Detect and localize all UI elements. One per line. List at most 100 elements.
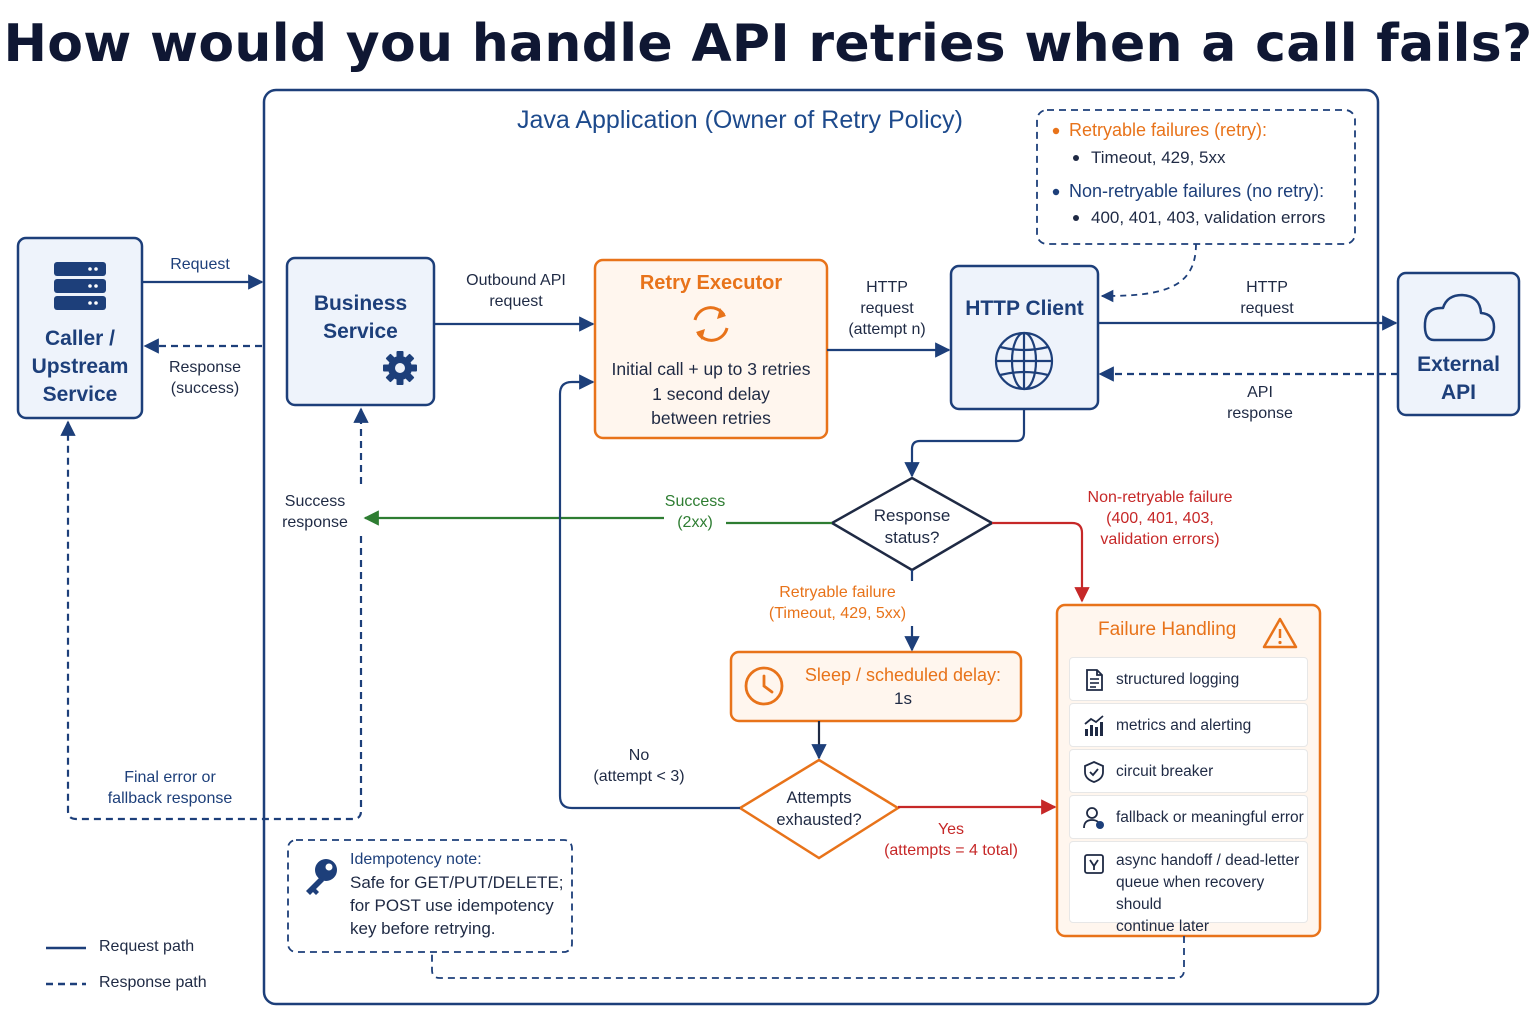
gear-icon	[383, 351, 417, 385]
server-icon	[54, 262, 106, 310]
chart-icon	[1084, 715, 1104, 736]
edge-final-error	[60, 420, 363, 821]
edge-label-success-response: Success response	[265, 491, 365, 533]
edge-label-ext-request: HTTP request	[1210, 277, 1324, 319]
attempts-exhausted-label: Attempts exhausted?	[759, 787, 879, 831]
external-api-line2: API	[1440, 381, 1476, 404]
edge-label-nonretry-2: (400, 401, 403,	[1106, 510, 1214, 527]
edge-label-outbound-2: request	[489, 293, 543, 310]
edge-label-success-2xx-2: (2xx)	[677, 514, 713, 531]
edge-label-no: No (attempt < 3)	[585, 745, 693, 787]
bullet-nonretryable	[1052, 188, 1060, 196]
retry-executor-line1: Initial call + up to 3 retries	[611, 359, 811, 379]
caller-label-line2: Upstream	[31, 355, 129, 378]
edge-label-nonretry-3: validation errors)	[1100, 531, 1220, 548]
retry-executor-desc: Initial call + up to 3 retries 1 second …	[595, 357, 827, 431]
caller-box	[16, 236, 144, 420]
edge-retry-loop	[558, 374, 740, 810]
failure-item-label-line1: async handoff / dead-letter	[1116, 852, 1300, 869]
user-icon	[1083, 807, 1104, 829]
failure-item-label: fallback or meaningful error	[1116, 809, 1304, 826]
attempts-line1: Attempts	[786, 789, 852, 807]
non-retryable-title: Non-retryable failures (no retry):	[1069, 181, 1325, 201]
business-label-line1: Business	[313, 292, 408, 315]
retryable-items: Timeout, 429, 5xx	[1091, 148, 1226, 167]
sleep-line1: Sleep / scheduled delay:	[804, 665, 1002, 685]
edge-label-ext-req-2: request	[1240, 300, 1294, 317]
edge-label-final-2: fallback response	[107, 790, 233, 807]
bullet-retryable-item	[1073, 155, 1079, 161]
failure-item-fallback: fallback or meaningful error	[1069, 795, 1308, 839]
idempotency-box	[287, 839, 573, 953]
java-application-title: Java Application (Owner of Retry Policy)	[516, 106, 963, 134]
failure-item-async-handoff: async handoff / dead-letter queue when r…	[1069, 841, 1308, 935]
response-status-line1: Response	[873, 506, 951, 525]
caller-label-line3: Service	[42, 383, 118, 406]
shield-icon	[1084, 761, 1104, 783]
edge-label-final-1: Final error or	[124, 769, 216, 786]
refresh-icon	[693, 306, 729, 342]
java-application-container	[262, 88, 1380, 1006]
edge-label-no-2: (attempt < 3)	[593, 768, 685, 785]
failure-item-label: structured logging	[1116, 671, 1240, 688]
edge-label-response-success-2: (success)	[170, 380, 240, 397]
edge-label-retryable-2: (Timeout, 429, 5xx)	[768, 605, 907, 622]
queue-icon	[1084, 854, 1104, 874]
legend-request-path: Request path	[99, 938, 195, 955]
edge-label-yes-2: (attempts = 4 total)	[884, 842, 1018, 859]
edge-rules-to-client	[1100, 243, 1197, 303]
edge-label-response-success-1: Response	[168, 359, 242, 376]
cloud-icon	[1423, 293, 1496, 342]
business-service-label: Business Service	[287, 290, 434, 346]
edge-label-api-response: API response	[1205, 382, 1315, 424]
edge-client-to-status	[904, 409, 1026, 478]
sleep-label: Sleep / scheduled delay: 1s	[790, 663, 1016, 711]
page-title: How would you handle API retries when a …	[3, 14, 1533, 74]
failure-item-structured-logging: structured logging	[1069, 657, 1308, 701]
retryable-title: Retryable failures (retry):	[1069, 120, 1268, 140]
edge-label-yes-1: Yes	[937, 821, 965, 838]
idempotency-line1: Safe for GET/PUT/DELETE;	[350, 873, 564, 892]
key-icon	[306, 859, 337, 895]
edge-label-final-error: Final error or fallback response	[100, 767, 240, 809]
response-status-label: Response status?	[852, 505, 972, 549]
edge-label-success-resp-2: response	[282, 514, 348, 531]
response-status-line2: status?	[884, 528, 940, 547]
document-icon	[1086, 669, 1103, 691]
failure-item-label: async handoff / dead-letter queue when r…	[1116, 850, 1307, 938]
failure-item-metrics: metrics and alerting	[1069, 703, 1308, 747]
edge-label-response-success: Response (success)	[150, 357, 260, 399]
http-client-title: HTTP Client	[965, 297, 1084, 320]
idempotency-line2: for POST use idempotency	[350, 896, 554, 915]
business-label-line2: Service	[323, 320, 398, 343]
edge-label-yes: Yes (attempts = 4 total)	[878, 819, 1024, 861]
edge-label-request: Request	[170, 256, 230, 273]
edge-label-success-2xx-1: Success	[664, 493, 726, 510]
failure-handling-title: Failure Handling	[1098, 619, 1237, 640]
external-api-label: External API	[1398, 351, 1519, 407]
external-api-line1: External	[1417, 353, 1500, 376]
failure-item-label-line3: continue later	[1116, 918, 1210, 935]
failure-item-label: circuit breaker	[1116, 763, 1214, 780]
non-retryable-items: 400, 401, 403, validation errors	[1091, 208, 1326, 227]
caller-label-line1: Caller /	[44, 327, 116, 350]
edge-label-non-retryable: Non-retryable failure (400, 401, 403, va…	[1075, 487, 1245, 550]
idempotency-line3: key before retrying.	[350, 919, 496, 938]
idempotency-note: Idempotency note: Safe for GET/PUT/DELET…	[350, 848, 565, 940]
attempts-line2: exhausted?	[776, 811, 862, 829]
edge-label-retryable: Retryable failure (Timeout, 429, 5xx)	[760, 582, 915, 624]
edge-label-outbound-1: Outbound API	[466, 272, 566, 289]
edge-label-nonretry-1: Non-retryable failure	[1087, 489, 1233, 506]
idempotency-title: Idempotency note:	[350, 851, 482, 868]
retry-executor-title: Retry Executor	[639, 272, 783, 294]
attempts-exhausted-diamond	[737, 758, 901, 860]
globe-icon	[994, 331, 1054, 391]
legend-response-path: Response path	[99, 974, 207, 991]
sleep-line2: 1s	[894, 689, 912, 708]
failure-item-label-line2: queue when recovery should	[1116, 874, 1265, 913]
edge-label-ext-req-1: HTTP	[1246, 279, 1288, 296]
edge-failure-to-idempotency	[431, 936, 1185, 979]
edge-label-no-1: No	[628, 747, 650, 764]
edge-label-retryable-1: Retryable failure	[779, 584, 896, 601]
edge-label-http-req-3: (attempt n)	[848, 321, 926, 338]
